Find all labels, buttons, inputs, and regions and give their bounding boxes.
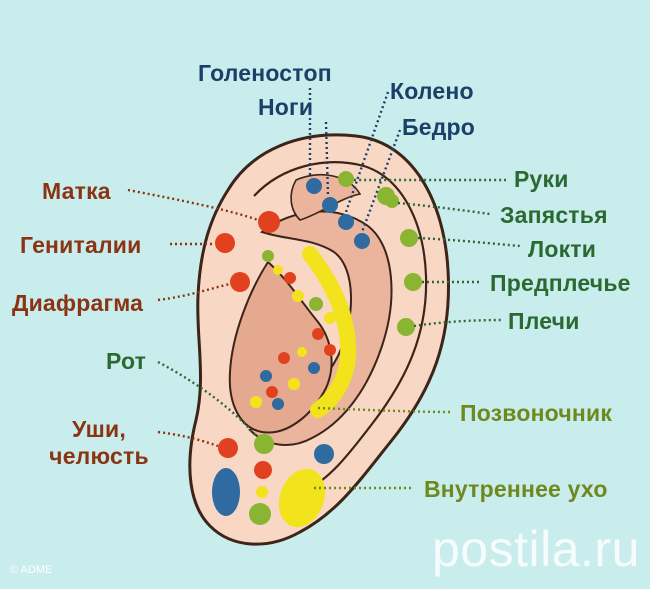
label-nogi: Ноги [258, 94, 314, 120]
label-lokti: Локти [528, 236, 597, 262]
point-lokti [400, 229, 418, 247]
point-lobe-yellow [256, 486, 268, 498]
concha [228, 260, 333, 434]
point-c6 [324, 312, 336, 324]
line-nogi [324, 121, 330, 197]
line-diafragma [157, 282, 231, 302]
label-genitalii: Гениталии [20, 232, 142, 258]
spine-band [302, 246, 357, 418]
watermark: postila.ru [432, 521, 640, 577]
line-matka [127, 188, 259, 222]
line-rot [157, 360, 257, 437]
label-ushi: Уши, челюсть [44, 418, 154, 468]
acupoints [215, 171, 422, 525]
inner-ear-area [278, 468, 326, 528]
line-bedro [360, 129, 402, 233]
point-bedro [354, 233, 370, 249]
label-ushi-line2: челюсть [49, 443, 149, 469]
point-koleno [338, 214, 354, 230]
label-koleno: Колено [390, 78, 474, 104]
point-plechi [397, 318, 415, 336]
point-c14 [266, 386, 278, 398]
label-plechi: Плечи [508, 308, 580, 334]
line-pozvonochnik [317, 406, 453, 414]
label-bedro: Бедро [402, 114, 476, 140]
point-ushi-b [254, 461, 272, 479]
point-rot [254, 434, 274, 454]
leader-lines [127, 88, 521, 490]
point-c10 [278, 352, 290, 364]
point-c11 [308, 362, 320, 374]
point-lobe-green [249, 503, 271, 525]
point-predplechye [404, 273, 422, 291]
label-predplechye: Предплечье [490, 270, 631, 296]
label-pozvonochnik: Позвоночник [460, 400, 613, 426]
point-c16 [272, 398, 284, 410]
point-nogi [322, 197, 338, 213]
label-ushi-line1: Уши, [72, 416, 126, 442]
point-genitalii [215, 233, 235, 253]
point-zapyastya [385, 194, 399, 208]
point-diafragma [230, 272, 250, 292]
point-c7 [312, 328, 324, 340]
label-goleni: Голеностоп [198, 60, 332, 86]
point-ruki-a [338, 171, 354, 187]
point-c9 [297, 347, 307, 357]
point-c4 [292, 290, 304, 302]
label-zapyastya: Запястья [500, 202, 608, 228]
point-c13 [288, 378, 300, 390]
point-c15 [250, 396, 262, 408]
label-ruki: Руки [514, 166, 569, 192]
point-c2 [273, 265, 283, 275]
copyright: © ADME [10, 564, 53, 576]
label-vnutrennee-ukho: Внутреннее ухо [424, 476, 608, 502]
line-koleno [344, 91, 390, 213]
point-matka [258, 211, 280, 233]
point-c12 [260, 370, 272, 382]
point-c1 [262, 250, 274, 262]
point-c5 [309, 297, 323, 311]
lobe-area [212, 468, 240, 516]
point-goleni [306, 178, 322, 194]
label-matka: Матка [42, 178, 111, 204]
label-rot: Рот [106, 348, 147, 374]
point-c3 [284, 272, 296, 284]
point-ushi [218, 438, 238, 458]
label-diafragma: Диафрагма [12, 290, 144, 316]
point-lower-blue [314, 444, 334, 464]
point-c8 [324, 344, 336, 356]
antihelix-shadow [248, 210, 393, 446]
